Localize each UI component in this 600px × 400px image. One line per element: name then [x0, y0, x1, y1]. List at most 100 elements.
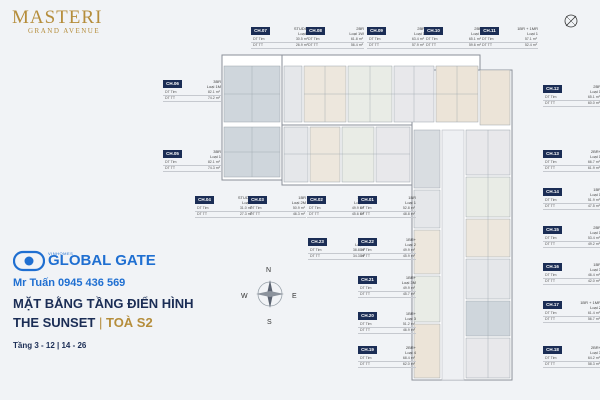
- unit-type: 2BR: [474, 26, 482, 31]
- area-label-tim: DT Tim: [197, 206, 209, 210]
- corridor: [441, 129, 465, 381]
- unit-type: STUDIO: [237, 195, 253, 200]
- area-value-tt: 42.0 m²: [587, 279, 600, 283]
- unit-type-block: 2BR+Loại 1: [564, 149, 600, 159]
- area-label-tt: DT TT: [197, 212, 208, 216]
- unit-code: CH.20: [358, 312, 377, 320]
- area-label-tt: DT TT: [165, 96, 176, 100]
- unit-code: CH.23: [308, 238, 327, 246]
- unit-code: CH.04: [195, 196, 214, 204]
- area-label-tt: DT TT: [545, 166, 556, 170]
- area-row-tt: DT TT 61.9 m²: [543, 166, 600, 172]
- area-value-tt: 46.9 m²: [402, 328, 415, 332]
- unit-code: CH.15: [543, 226, 562, 234]
- area-label-tt: DT TT: [545, 279, 556, 283]
- unit-ch12-area: [479, 69, 511, 126]
- unit-ch19-area: [413, 323, 441, 379]
- area-label-tt: DT TT: [545, 317, 556, 321]
- area-value-tim: 66.7 m²: [587, 160, 600, 164]
- unit-code: CH.16: [543, 263, 562, 271]
- area-label-tt: DT TT: [309, 212, 320, 216]
- unit-type: 1BR+: [405, 311, 416, 316]
- unit-layout: Loại 1: [210, 153, 221, 159]
- unit-ch01-area: [375, 126, 411, 183]
- unit-layout: Loại 1: [527, 30, 538, 36]
- unit-type: 1BR: [408, 195, 416, 200]
- area-value-tt: 56.7 m²: [587, 317, 600, 321]
- area-label-tt: DT TT: [426, 43, 437, 47]
- area-value-tim: 51.2 m²: [402, 322, 415, 326]
- area-label-tim: DT Tim: [369, 37, 381, 41]
- area-label-tim: DT Tim: [250, 206, 262, 210]
- area-value-tim: 64.2 m²: [587, 356, 600, 360]
- interior-walls: [224, 66, 489, 378]
- area-value-tt: 61.9 m²: [587, 166, 600, 170]
- unit-layout: Loại 1: [298, 30, 309, 36]
- area-value-tt: 47.5 m²: [587, 204, 600, 208]
- unit-code: CH.02: [307, 196, 326, 204]
- unit-code: CH.19: [358, 346, 377, 354]
- unit-type-block: 1BR+Loại 3: [379, 311, 416, 321]
- area-value-tt: 74.2 m²: [207, 96, 220, 100]
- unit-type: 1BR: [593, 187, 600, 192]
- area-label-tim: DT Tim: [165, 90, 177, 94]
- area-label-tim: DT Tim: [309, 206, 321, 210]
- unit-type: 2BR: [593, 84, 600, 89]
- area-value-tt: 62.0 m²: [402, 362, 415, 366]
- unit-type: 2BR: [593, 225, 600, 230]
- logo-main-text: MASTERI: [12, 7, 103, 28]
- unit-type: 1BR + 1MR: [580, 300, 600, 305]
- unit-code: CH.11: [480, 27, 499, 35]
- area-row-tim: DT Tim 49.9 m²: [307, 206, 365, 212]
- unit-layout: Loại 2: [405, 241, 416, 247]
- area-label-tim: DT Tim: [545, 273, 557, 277]
- unit-layout: Loại 4: [405, 349, 416, 355]
- unit-code: CH.01: [358, 196, 377, 204]
- unit-type: 1BR: [593, 262, 600, 267]
- unit-layout: Loại 2M: [291, 199, 306, 205]
- unit-ch07-area: [283, 65, 303, 123]
- area-value-tt: 45.9 m²: [402, 254, 415, 258]
- elevator-core: [413, 129, 441, 189]
- global-gate-logo: VINHOMES GLOBAL GATE: [12, 250, 156, 277]
- unit-code: CH.06: [163, 80, 182, 88]
- area-value-tt: 46.3 m²: [292, 212, 305, 216]
- area-label-tt: DT TT: [369, 43, 380, 47]
- project-name: THE SUNSET: [13, 315, 96, 330]
- unit-layout: Loại 1: [590, 153, 600, 159]
- area-value-tim: 49.9 m²: [351, 206, 364, 210]
- unit-layout: Loại 1: [405, 199, 416, 205]
- area-value-tt: 48.8 m²: [402, 212, 415, 216]
- area-value-tt: 56.4 m²: [350, 43, 363, 47]
- unit-type: 2BR+: [405, 345, 416, 350]
- unit-code: CH.18: [543, 346, 562, 354]
